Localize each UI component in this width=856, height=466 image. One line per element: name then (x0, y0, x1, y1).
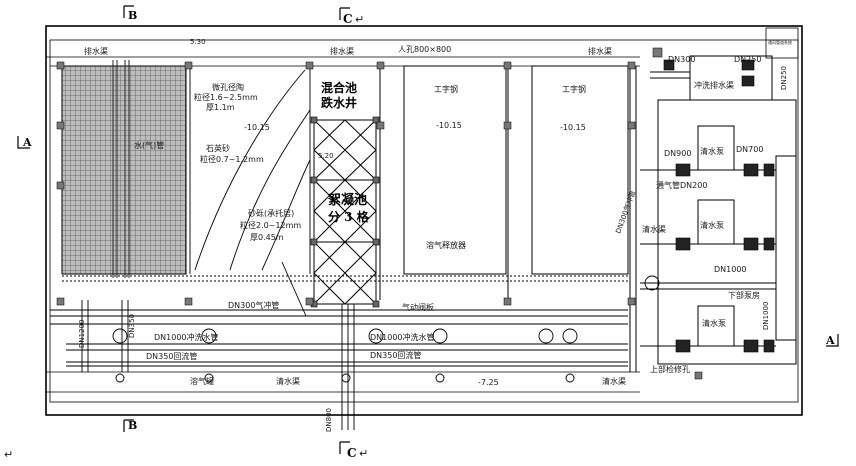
label-i-beam-2: 工字钢 (562, 84, 586, 94)
label-gas-pipe-dn200: 通气管DN200 (656, 180, 707, 190)
label-elev-725: -7.25 (478, 378, 499, 387)
label-micro-thick: 厚1.1m (206, 103, 235, 112)
label-gas-valve: 气动阀板 (402, 302, 434, 312)
label-dn300-vert: DN300气冲管 (613, 189, 637, 234)
label-dn1000-wash: DN1000冲洗水管 (154, 332, 219, 342)
label-floc-tank-1: 絮凝池 (328, 192, 367, 208)
label-elev-530: 5.30 (190, 38, 206, 46)
label-floc-tank-2: 分 3 格 (328, 209, 370, 224)
label-drain-channel-2: 排水渠 (330, 46, 354, 56)
pump-symbols (663, 59, 775, 353)
label-gravel-thick: 厚0.45m (250, 233, 284, 242)
label-clean-channel-2: 清水渠 (602, 376, 626, 386)
label-quartz-size: 粒径0.7~1.2mm (200, 154, 264, 164)
label-clean-tank: 清水渠 (642, 224, 666, 234)
paragraph-mark-left: ↵ (4, 448, 13, 461)
section-mark-b-top: B (128, 9, 137, 22)
label-mix-tank-2: 跌水井 (321, 95, 357, 110)
label-dn300-gas: DN300气冲管 (228, 300, 279, 310)
corner-title-box (765, 27, 799, 59)
label-dn300: DN300 (668, 55, 695, 64)
label-gas-channel: 溶气罐 (190, 376, 214, 386)
label-flush-channel: 冲洗排水渠 (694, 80, 734, 90)
label-elev-520: 5.20 (318, 152, 334, 160)
flocculation-cells (313, 119, 377, 305)
filter-media-block (61, 65, 187, 275)
label-corner-note: 通风管道系统 (768, 39, 792, 45)
label-dn1000-v: DN1000 (762, 302, 770, 330)
label-dissolved-air: 溶气释放器 (426, 240, 466, 250)
label-elev-1015-a: -10.15 (244, 123, 270, 132)
section-cut-lines (17, 5, 839, 454)
cell-column-squares (310, 116, 380, 308)
paragraph-mark-bottom: ↵ (359, 447, 368, 460)
label-drain-channel-1: 排水渠 (84, 46, 108, 56)
label-micro-ceramic: 微孔径陶 (212, 82, 244, 92)
filter-vertical-pipes (112, 60, 130, 278)
label-elev-1015-b: -10.15 (436, 121, 462, 130)
label-dn800: DN800 (325, 408, 333, 432)
label-micro-size: 粒径1.6~2.5mm (194, 92, 258, 102)
label-manhole: 人孔800×800 (398, 45, 451, 54)
paragraph-mark-top: ↵ (355, 13, 364, 26)
bottom-pipe-corridor (50, 300, 628, 430)
label-dn1200: DN1200 (78, 320, 86, 348)
section-mark-c-top: C (343, 12, 353, 26)
media-layer-lines (189, 66, 311, 317)
label-dn250-v: DN250 (780, 66, 788, 90)
label-elev-1015-c: -10.15 (560, 123, 586, 132)
label-gravel: 砂砾(承托层) (248, 208, 294, 218)
label-dn1000-wash-2: DN1000冲洗水管 (370, 332, 435, 342)
label-dn1000: DN1000 (714, 265, 747, 274)
label-upper-hole: 上部检修孔 (650, 364, 690, 374)
label-dn350-back-2: DN350回流管 (370, 350, 421, 360)
label-clean-pump-3: 清水泵 (702, 318, 726, 328)
label-gravel-size: 粒径2.0~12mm (240, 220, 301, 230)
section-mark-a-left: A (22, 136, 32, 149)
label-lower-pump: 下部泵房 (728, 290, 760, 300)
label-dn900: DN900 (664, 149, 691, 158)
label-i-beam-1: 工字钢 (434, 84, 458, 94)
label-clean-pump-1: 清水泵 (700, 146, 724, 156)
label-dn700: DN700 (736, 145, 763, 154)
pump-house (640, 55, 797, 365)
pipe-valves (112, 275, 660, 383)
release-pipe-line (62, 275, 628, 282)
label-water-gas-pipe: 水(气)管 (134, 140, 164, 150)
section-mark-c-bottom: C (347, 446, 357, 460)
label-clean-pump-2: 清水泵 (700, 220, 724, 230)
air-flotation-tanks (379, 65, 637, 372)
section-mark-b-bottom: B (128, 419, 137, 432)
label-clean-channel: 清水渠 (276, 376, 300, 386)
label-dn250: DN250 (734, 55, 761, 64)
label-dn350-back: DN350回流管 (146, 351, 197, 361)
label-mix-tank-1: 混合池 (321, 80, 357, 95)
label-dn350: DN350 (128, 314, 136, 338)
column-markers (56, 47, 703, 380)
label-drain-channel-3: 排水渠 (588, 46, 612, 56)
label-quartz-sand: 石英砂 (206, 143, 230, 153)
section-mark-a-right: A (825, 334, 835, 347)
